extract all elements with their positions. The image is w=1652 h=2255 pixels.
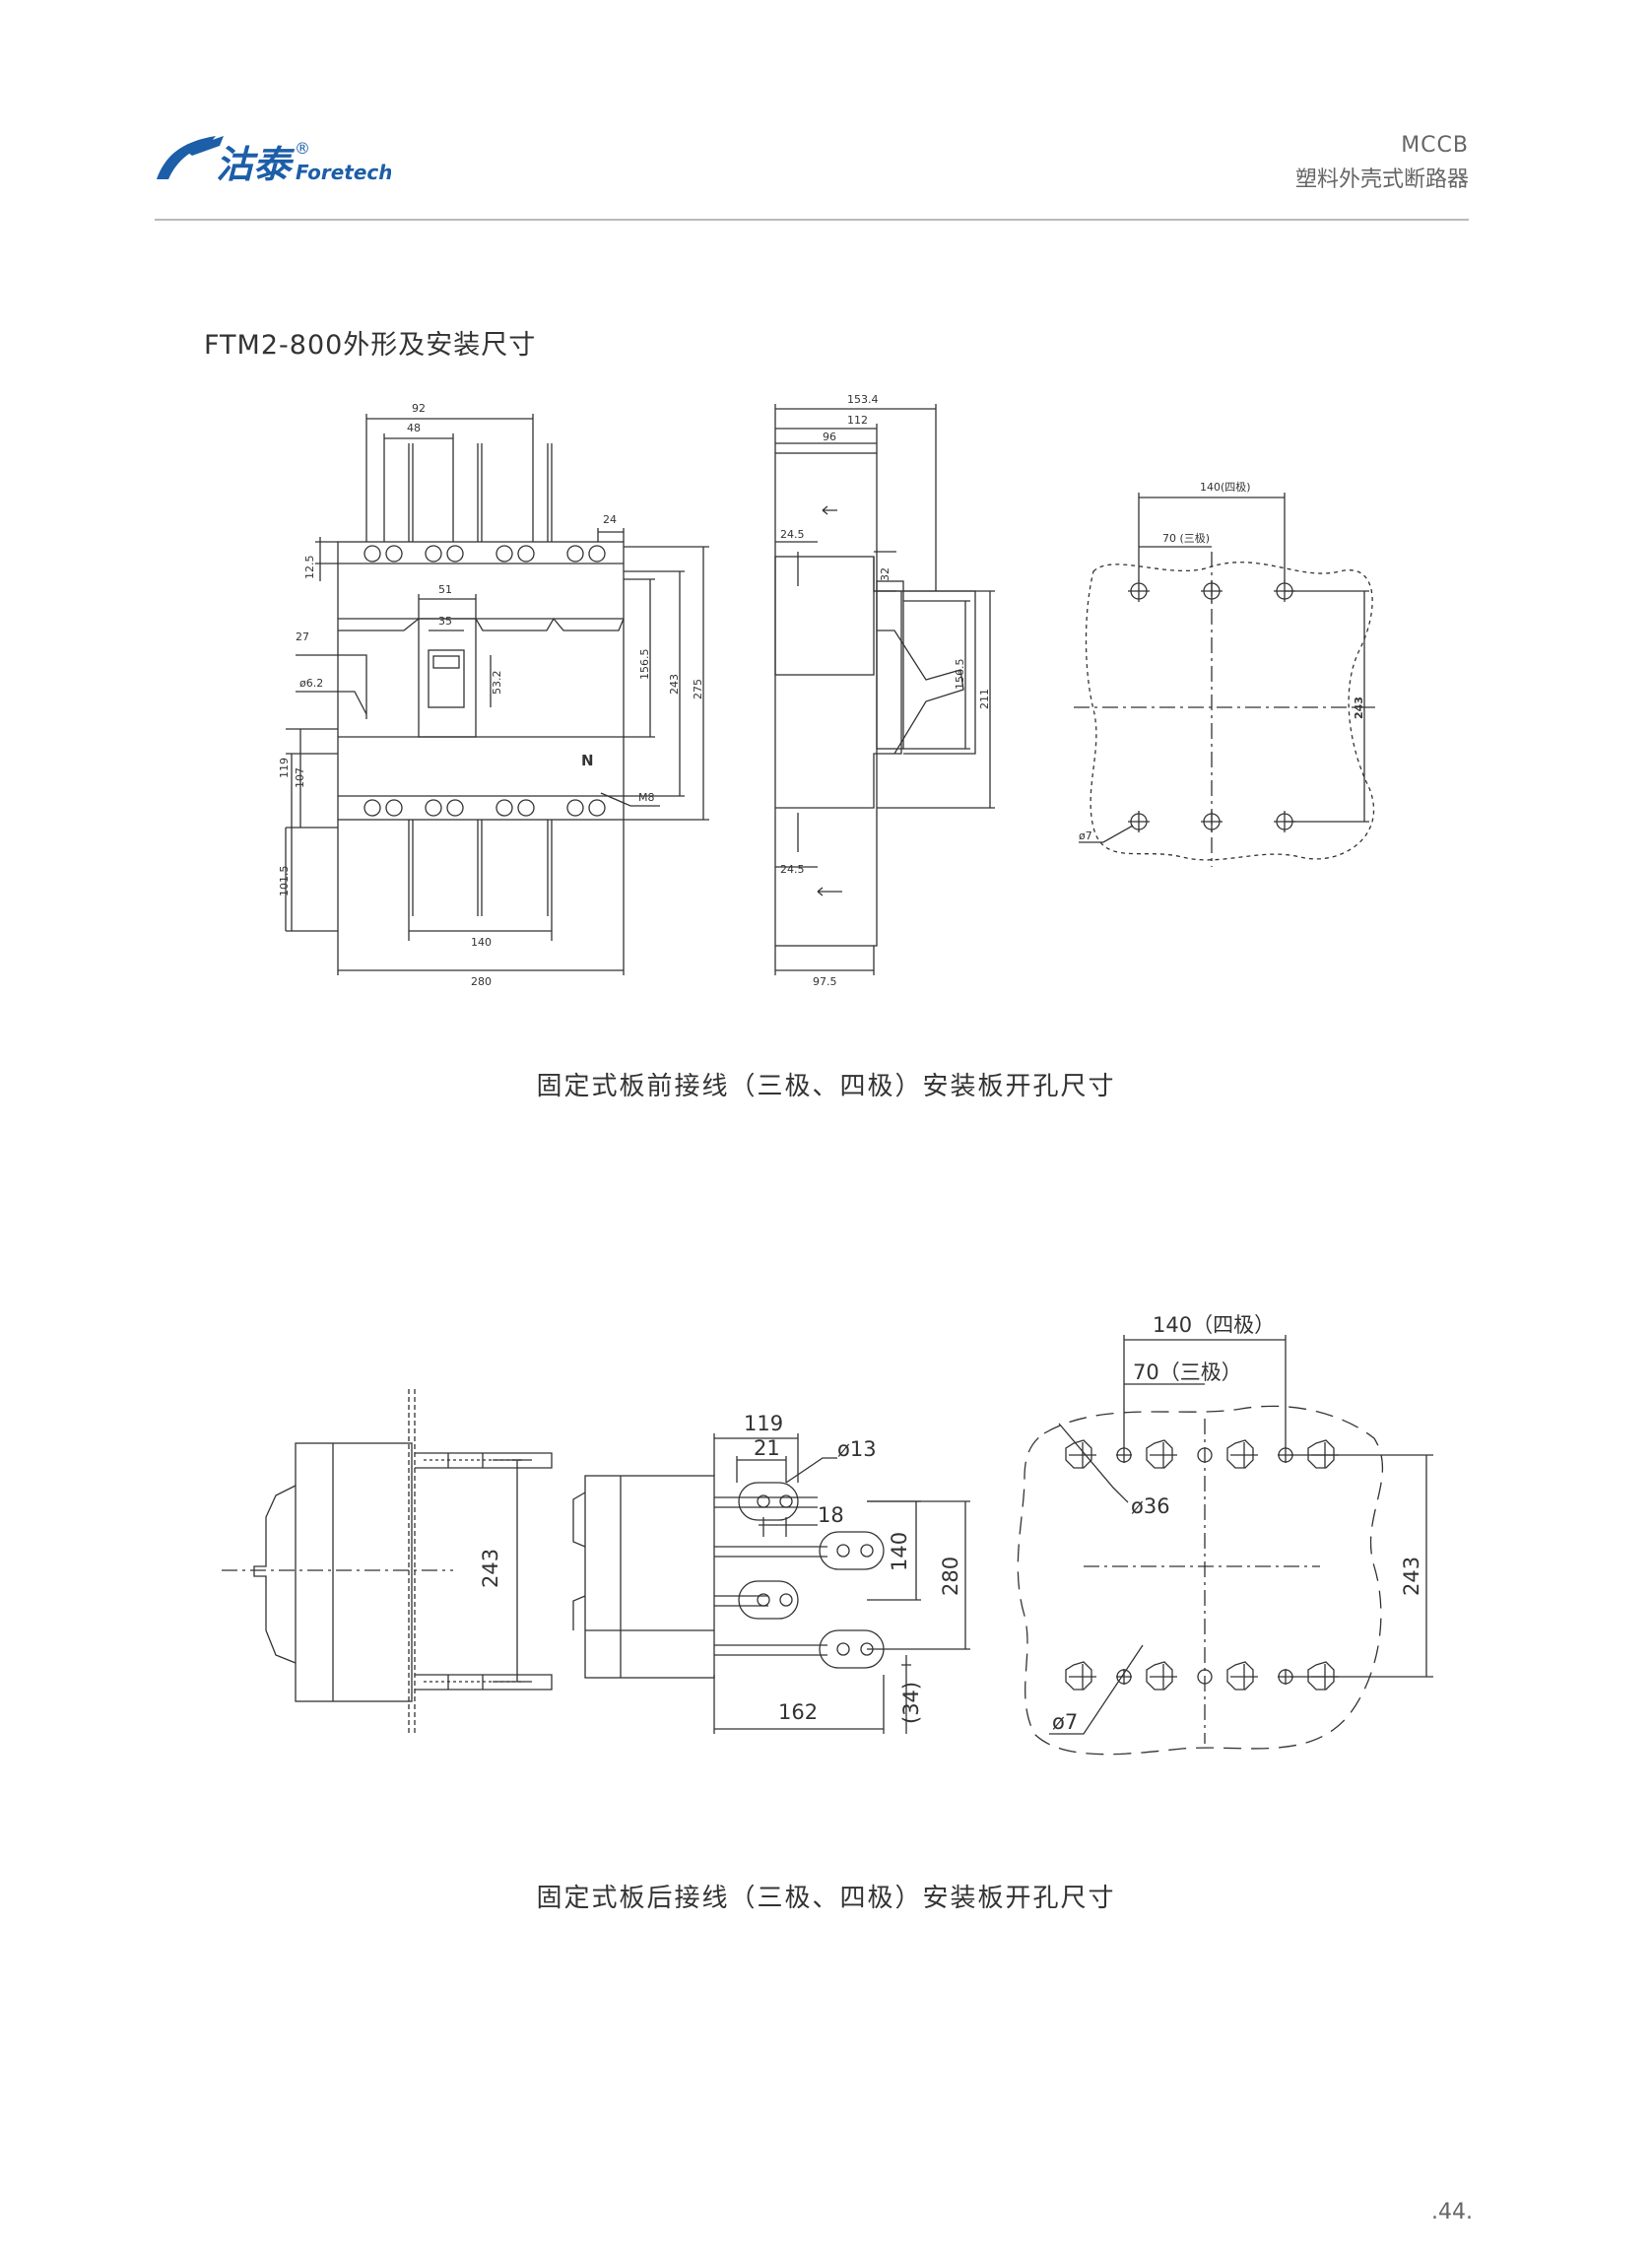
side-dim-96: 96 (823, 431, 836, 443)
hole-dim-140: 140(四极) (1200, 480, 1251, 494)
dim-243: 243 (668, 674, 681, 695)
side-dim-24-5-top: 24.5 (780, 528, 805, 541)
dim-92: 92 (412, 402, 426, 415)
side-dim-97-5: 97.5 (813, 975, 837, 988)
header-divider (155, 219, 1469, 221)
rear-dim-280: 280 (939, 1557, 962, 1596)
rear-hole-dim-140: 140（四极） (1153, 1313, 1275, 1337)
rear-dim-13: ø13 (837, 1437, 877, 1461)
dim-107: 107 (294, 767, 306, 788)
side-dim-24-5-bottom: 24.5 (780, 863, 805, 876)
rear-hole-dim-7: ø7 (1052, 1710, 1078, 1734)
brand-cn: 沽泰 (216, 143, 296, 186)
dim-24: 24 (603, 513, 617, 526)
page-number: .44. (1431, 2200, 1473, 2224)
dim-119: 119 (278, 758, 291, 778)
side-dim-156-5: 156.5 (954, 659, 966, 691)
hole-dim-70: 70 (三极) (1162, 531, 1210, 545)
dim-280: 280 (471, 975, 492, 988)
dim-27: 27 (296, 630, 309, 643)
hole-dim-7: ø7 (1079, 829, 1092, 842)
label-neutral: N (581, 752, 594, 769)
rear-dim-162: 162 (778, 1700, 818, 1724)
dim-48: 48 (407, 422, 421, 434)
dim-156-5: 156.5 (638, 649, 651, 681)
dim-51: 51 (438, 583, 452, 596)
brand-en: Foretech (296, 161, 391, 184)
side-dim-32: 32 (879, 567, 892, 581)
rear-dim-18: 18 (818, 1503, 844, 1527)
rear-dim-140: 140 (888, 1532, 911, 1571)
caption-rear-wiring: 固定式板后接线（三极、四极）安装板开孔尺寸 (536, 1884, 1116, 1913)
rear-dim-34: (34) (899, 1682, 923, 1724)
rear-dim-21: 21 (754, 1436, 780, 1460)
side-dim-211: 211 (978, 689, 991, 709)
rear-hole-dim-243: 243 (1400, 1557, 1423, 1596)
product-name: 塑料外壳式断路器 (1294, 167, 1469, 192)
brand-logo: 沽泰 ® Foretech (155, 128, 393, 187)
caption-front-wiring: 固定式板前接线（三极、四极）安装板开孔尺寸 (536, 1072, 1116, 1101)
product-code: MCCB (1401, 133, 1469, 158)
dim-275: 275 (692, 679, 704, 699)
rear-dim-119: 119 (744, 1412, 783, 1435)
rear-side-dim-243: 243 (479, 1549, 502, 1588)
dim-53-2: 53.2 (491, 671, 503, 696)
rear-hole-dim-70: 70（三极） (1133, 1360, 1242, 1384)
side-dim-153-4: 153.4 (847, 393, 879, 406)
dim-101-5: 101.5 (278, 866, 291, 897)
label-m8: M8 (638, 791, 655, 804)
hole-dim-243: 243 (1353, 696, 1365, 719)
dim-12-5: 12.5 (303, 556, 316, 580)
dim-6-2: ø6.2 (299, 677, 323, 690)
side-dim-112: 112 (847, 414, 868, 427)
dim-140: 140 (471, 936, 492, 949)
rear-hole-dim-36: ø36 (1131, 1494, 1170, 1518)
section-title: FTM2-800外形及安装尺寸 (204, 330, 537, 361)
registered-mark: ® (295, 139, 310, 158)
header-product: MCCB 塑料外壳式断路器 (1295, 133, 1469, 193)
dim-35: 35 (438, 615, 452, 628)
